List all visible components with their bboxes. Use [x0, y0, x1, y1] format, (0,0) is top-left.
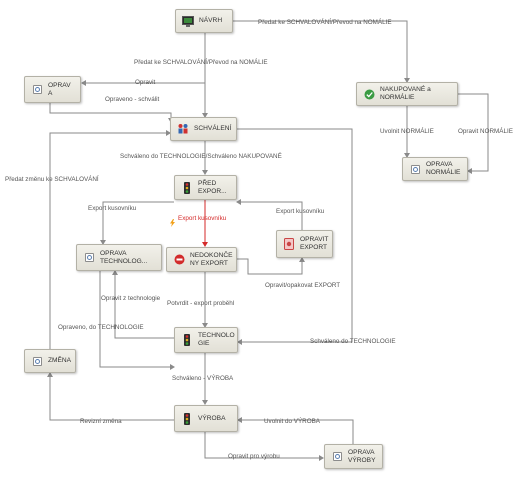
arrowhead: [47, 372, 53, 377]
arrowhead: [236, 199, 241, 205]
node-label: OPRAVIT EXPORT: [300, 236, 329, 251]
edge-label-potvrdit-export: Potvrdit - export proběhl: [167, 300, 234, 307]
arrowhead: [404, 153, 410, 158]
node-technologie[interactable]: TECHNOLO GIE: [174, 327, 238, 353]
edge-uvolnit-do-vyroba[interactable]: [238, 419, 354, 444]
edge-label-uvolnit-normalie: Uvolnit NORMÁLIE: [380, 126, 434, 135]
node-oprava-vyroby[interactable]: OPRAVA VÝROBY: [324, 444, 383, 469]
edge-label-opravit-pro-vyrobu: Opravit pro výrobu: [228, 453, 280, 460]
stop-icon: [173, 254, 185, 266]
arrowhead: [81, 80, 86, 86]
edge-label-uvolnit-do-vyroba: Uvolnit do VÝROBA: [264, 416, 321, 425]
edge-label-opravit-z-technologie: Opravit z technologie: [101, 295, 161, 302]
edge-export-kusovniku-left[interactable]: [102, 201, 174, 244]
lightning-icon: [169, 214, 176, 227]
node-nedokoncey-export[interactable]: NEDOKONČE NY EXPORT: [166, 247, 237, 272]
traffic-light-icon: [181, 412, 193, 425]
node-oprav-a[interactable]: OPRAV A: [24, 76, 81, 103]
arrowhead: [112, 270, 118, 275]
arrowhead: [170, 364, 175, 370]
edge-opravit[interactable]: [82, 82, 206, 117]
edge-label-opravit: Opravit: [135, 79, 156, 86]
edge-label-opravit-opakovat-export: Opravit/opakovat EXPORT: [265, 282, 340, 289]
edge-revizni-zmena[interactable]: [49, 373, 174, 421]
edge-opraveno-do-technologie[interactable]: [99, 271, 174, 368]
arrowhead: [467, 168, 472, 174]
node-navrh[interactable]: NÁVRH: [175, 9, 233, 33]
warning-icon: [283, 238, 295, 250]
edge-label-schvaleno-vyroba: Schváleno - VÝROBA: [172, 373, 234, 382]
edge-label-export-kusovniku-right: Export kusovníku: [276, 208, 325, 215]
edge-label-opraveno-do-technologie: Opraveno, do TECHNOLOGIE: [58, 324, 144, 331]
arrowhead: [202, 400, 208, 405]
magnifier-icon: [83, 252, 95, 264]
edge-opravit-normalie[interactable]: [458, 93, 489, 172]
arrowhead: [404, 78, 410, 83]
edge-label-navrh-to-nakupovane: Předat ke SCHVALOVÁNÍ/Převod na NOMÁLIE: [258, 17, 392, 26]
node-label: SCHVÁLENÍ: [194, 125, 232, 132]
approval-people-icon: [177, 123, 189, 135]
check-badge-icon: [363, 88, 375, 100]
node-vyroba[interactable]: VÝROBA: [174, 405, 238, 432]
arrowhead: [299, 257, 305, 262]
node-pred-export[interactable]: PŘED EXPOR...: [174, 175, 237, 200]
arrowhead: [166, 130, 171, 136]
node-label: OPRAV A: [48, 81, 71, 97]
node-zmena[interactable]: ZMĚNA: [24, 349, 76, 373]
node-label: VÝROBA: [198, 414, 226, 422]
arrowhead: [100, 240, 106, 245]
magnifier-icon: [31, 84, 43, 96]
node-label: OPRAVA VÝROBY: [348, 448, 376, 464]
edge-label-schvaleno-do-technologie: Schváleno do TECHNOLOGIE: [310, 338, 396, 345]
edge-predat-zmenu[interactable]: [49, 132, 170, 349]
node-label: PŘED EXPOR...: [198, 179, 227, 195]
edge-label-export-kusovniku-left: Export kusovníku: [88, 205, 137, 212]
node-schvaleni[interactable]: SCHVÁLENÍ: [170, 117, 237, 141]
arrowhead: [237, 417, 242, 423]
edge-opravit-z-technologie[interactable]: [114, 271, 174, 339]
edge-navrh-to-nakupovane[interactable]: [232, 20, 408, 82]
arrowhead: [319, 455, 324, 461]
traffic-light-icon: [181, 334, 193, 346]
node-oprava-technolog[interactable]: OPRAVA TECHNOLOG...: [76, 244, 162, 271]
edge-label-opraveno-schvalit: Opraveno - schválit: [105, 96, 159, 103]
node-nakupovane[interactable]: NAKUPOVANÉ a NORMÁLIE: [356, 82, 458, 106]
edge-label-revizni-zmena: Revizní změna: [80, 418, 122, 425]
arrowhead: [202, 323, 208, 328]
node-oprava-normalie[interactable]: OPRAVA NORMÁLIE: [402, 157, 468, 181]
edge-label-export-kusovniku-red: Export kusovníku: [178, 215, 227, 222]
node-label: TECHNOLO GIE: [198, 332, 235, 347]
edge-export-kusovniku-right[interactable]: [237, 201, 303, 230]
monitor-icon: [182, 15, 194, 27]
edge-label-navrh-to-schvaleni: Předat ke SCHVALOVÁNÍ/Převod na NOMÁLIE: [134, 57, 268, 66]
edge-label-schvaleno-technologie-nakupovane: Schváleno do TECHNOLOGIE/Schváleno NAKUP…: [120, 151, 282, 160]
edge-label-predat-zmenu: Předat změnu ke SCHVALOVÁNÍ: [5, 174, 99, 183]
magnifier-icon: [331, 451, 343, 463]
arrowhead: [202, 170, 208, 175]
edge-schvaleno-do-technologie[interactable]: [237, 128, 353, 343]
node-label: NÁVRH: [199, 17, 223, 24]
edge-opraveno-schvalit[interactable]: [49, 103, 172, 122]
node-label: OPRAVA NORMÁLIE: [426, 161, 461, 176]
traffic-light-icon: [181, 181, 193, 194]
magnifier-icon: [31, 355, 43, 367]
node-opravit-export[interactable]: OPRAVIT EXPORT: [276, 230, 333, 258]
edge-opravit-pro-vyrobu[interactable]: [204, 432, 323, 459]
arrowhead: [202, 242, 208, 247]
edge-label-opravit-normalie: Opravit NORMÁLIE: [458, 126, 513, 135]
node-label: OPRAVA TECHNOLOG...: [100, 249, 148, 265]
edge-opravit-opakovat-export[interactable]: [237, 258, 303, 275]
magnifier-icon: [409, 163, 421, 175]
node-label: ZMĚNA: [48, 357, 72, 364]
node-label: NAKUPOVANÉ a NORMÁLIE: [380, 86, 431, 101]
node-label: NEDOKONČE NY EXPORT: [190, 251, 233, 267]
arrowhead: [237, 339, 242, 345]
